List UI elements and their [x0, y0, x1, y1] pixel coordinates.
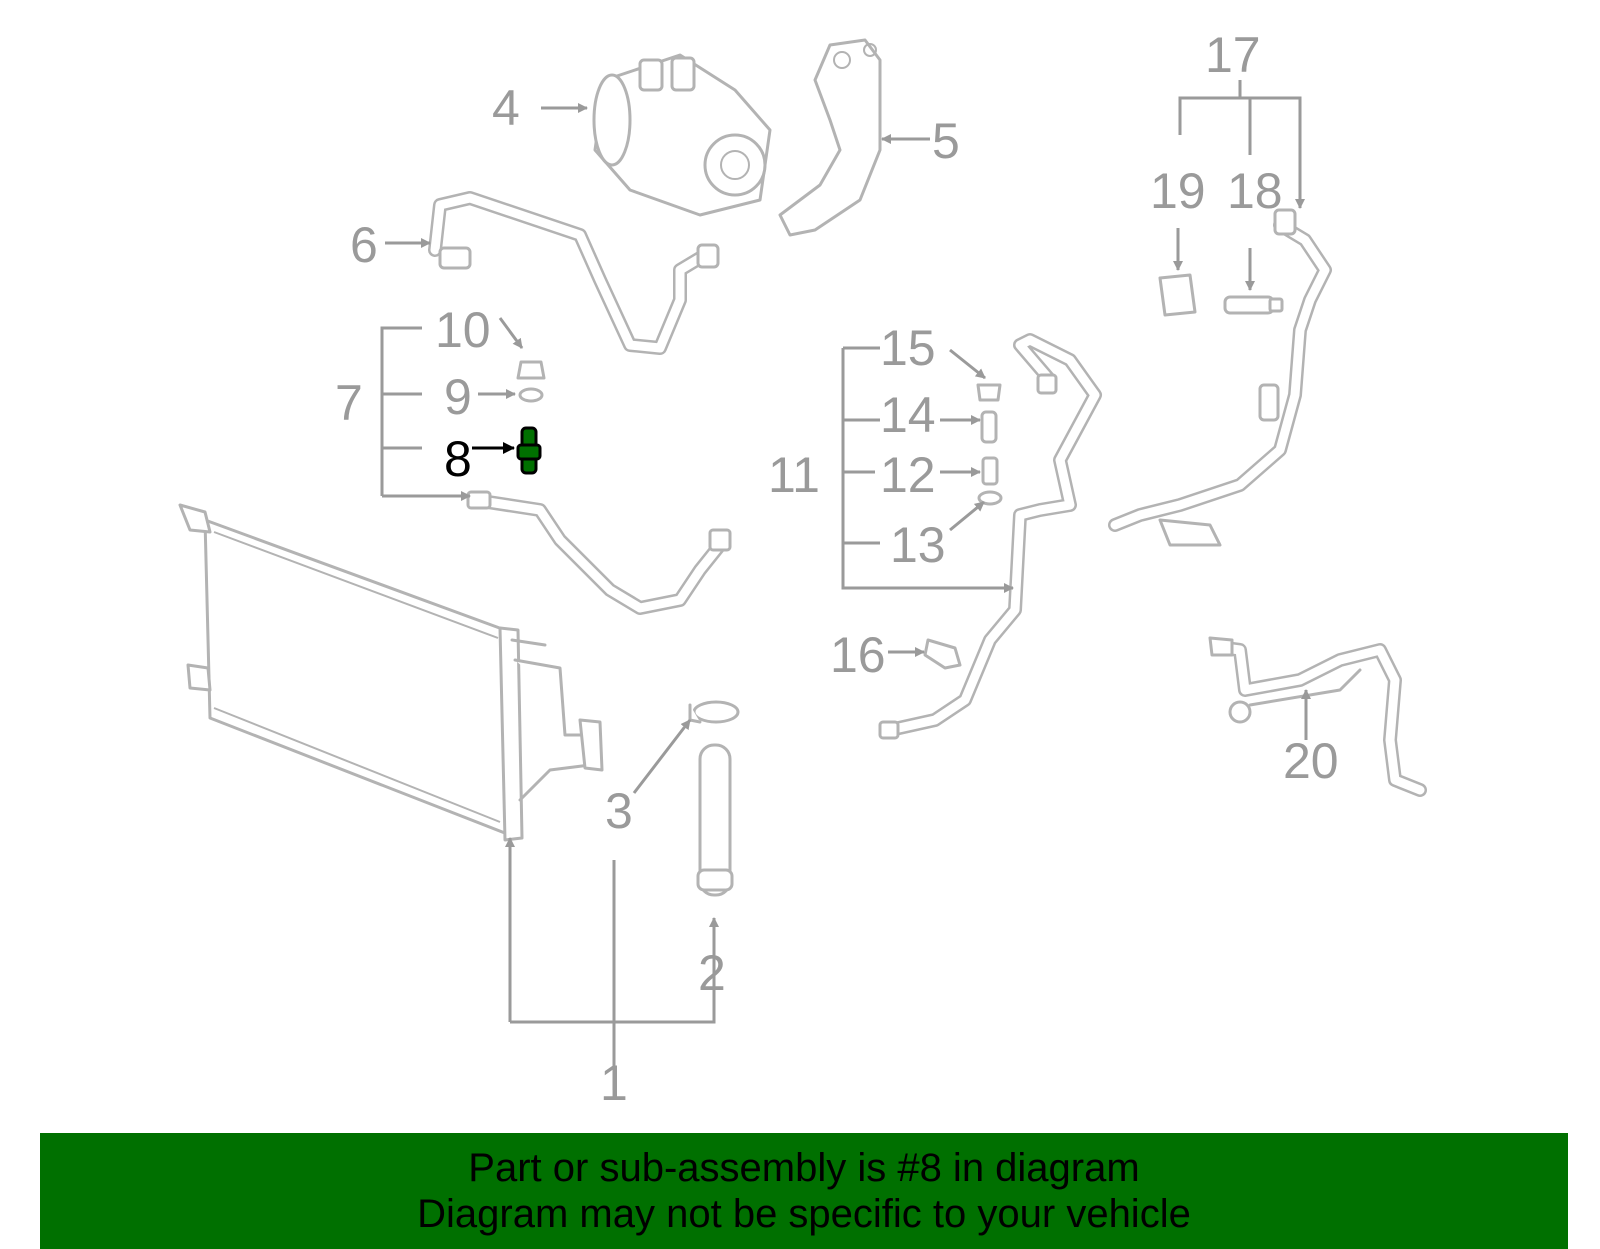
- suction-hose-part[interactable]: [428, 191, 720, 355]
- info-banner: Part or sub-assembly is #8 in diagram Di…: [40, 1133, 1568, 1249]
- callout-1[interactable]: 1: [600, 1055, 628, 1111]
- leader-lines: [380, 80, 1311, 1090]
- callout-12[interactable]: 12: [880, 447, 936, 503]
- sensor-part[interactable]: [923, 638, 962, 670]
- callout-13[interactable]: 13: [890, 517, 946, 573]
- condenser-part[interactable]: [178, 503, 604, 842]
- compressor-bracket-part[interactable]: [778, 38, 882, 237]
- callout-18[interactable]: 18: [1227, 163, 1283, 219]
- banner-line-1: Part or sub-assembly is #8 in diagram: [468, 1146, 1140, 1190]
- callout-10[interactable]: 10: [435, 302, 491, 358]
- callout-8[interactable]: 8: [444, 431, 472, 487]
- callout-11[interactable]: 11: [768, 447, 820, 503]
- callout-4[interactable]: 4: [492, 80, 520, 136]
- callout-17[interactable]: 17: [1205, 27, 1261, 83]
- hose-assembly-part[interactable]: [1108, 208, 1332, 547]
- switch-part[interactable]: [1223, 295, 1284, 315]
- callout-16[interactable]: 16: [830, 627, 886, 683]
- callout-3[interactable]: 3: [605, 783, 633, 839]
- small-fittings-group[interactable]: [976, 383, 1003, 506]
- tube-assembly-part[interactable]: [1208, 636, 1427, 797]
- callout-5[interactable]: 5: [932, 113, 960, 169]
- discharge-line-part[interactable]: [466, 490, 732, 615]
- clamp-part[interactable]: [688, 700, 740, 724]
- callout-labels: 1 2 3 4 5 6 7 8 9 10 11 12 13 14 15 16 1…: [335, 27, 1339, 1111]
- compressor-part[interactable]: [592, 53, 772, 217]
- parts-diagram: 1 2 3 4 5 6 7 8 9 10 11 12 13 14 15 16 1…: [178, 27, 1427, 1111]
- valve-core-part[interactable]: [516, 426, 542, 475]
- callout-19[interactable]: 19: [1150, 163, 1206, 219]
- callout-2[interactable]: 2: [698, 945, 726, 1001]
- seal-ring-part[interactable]: [518, 387, 544, 403]
- callout-6[interactable]: 6: [350, 217, 378, 273]
- cap-part[interactable]: [516, 360, 546, 380]
- liquid-line-part[interactable]: [878, 333, 1102, 740]
- callout-9[interactable]: 9: [444, 369, 472, 425]
- callout-15[interactable]: 15: [880, 320, 936, 376]
- callout-7[interactable]: 7: [335, 375, 363, 431]
- banner-line-2: Diagram may not be specific to your vehi…: [417, 1192, 1191, 1236]
- callout-20[interactable]: 20: [1283, 733, 1339, 789]
- insulator-part[interactable]: [1158, 273, 1197, 317]
- callout-14[interactable]: 14: [880, 387, 936, 443]
- drier-part[interactable]: [696, 743, 734, 897]
